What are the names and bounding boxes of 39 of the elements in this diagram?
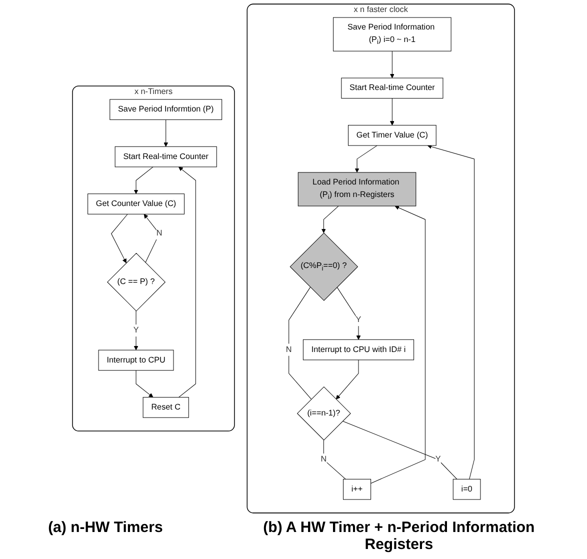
arrow [178,166,196,398]
node-box: i=0 [452,478,481,500]
node-box: Get Counter Value (C) [88,194,185,214]
node-box: Save Period Information (P$_{i}$) i=0 ~ n-1 [333,17,452,52]
node-box: i++ [343,478,372,500]
node-box: Interrupt to CPU with ID# i [302,339,414,360]
node-box: Save Period Informtion (P) [110,99,222,120]
arrow [134,166,154,194]
arrow [164,119,168,147]
figure-caption: (a) n-HW Timers [48,519,163,538]
node-diamond: (i==n-1)? [296,386,351,440]
node-box: Interrupt to CPU [98,350,174,371]
node-box: Get Timer Value (C) [348,124,436,146]
edge-label: Y [356,316,362,324]
arrow [134,310,138,350]
edge-label: N [320,455,327,464]
arrow [390,50,394,78]
figure-caption: (b) A HW Timer + n-Period Information Registers [262,519,536,553]
arrow [336,286,361,340]
edge-label: Y [435,455,441,464]
arrow [136,370,154,398]
arrow [390,98,394,126]
connector [342,420,458,480]
arrow [354,145,378,173]
arrow [336,360,359,400]
node-box: Start Real-time Counter [341,78,444,99]
arrow [427,144,474,480]
arrow [370,206,426,484]
edge-label: N [156,229,162,238]
node-diamond: (C == P) ? [107,252,166,312]
node-box: Load Period Information (P$_{i}$) from n-Registers [298,172,416,206]
arrow [321,206,339,234]
node-box: Reset C [142,397,189,418]
node-box: Start Real-time Counter [114,146,217,168]
edge-label: N [286,345,292,354]
connector [288,286,312,400]
arrow [110,214,128,264]
node-diamond: (C%P$_{i}$==0) ? [290,232,358,301]
edge-label: Y [133,326,139,335]
